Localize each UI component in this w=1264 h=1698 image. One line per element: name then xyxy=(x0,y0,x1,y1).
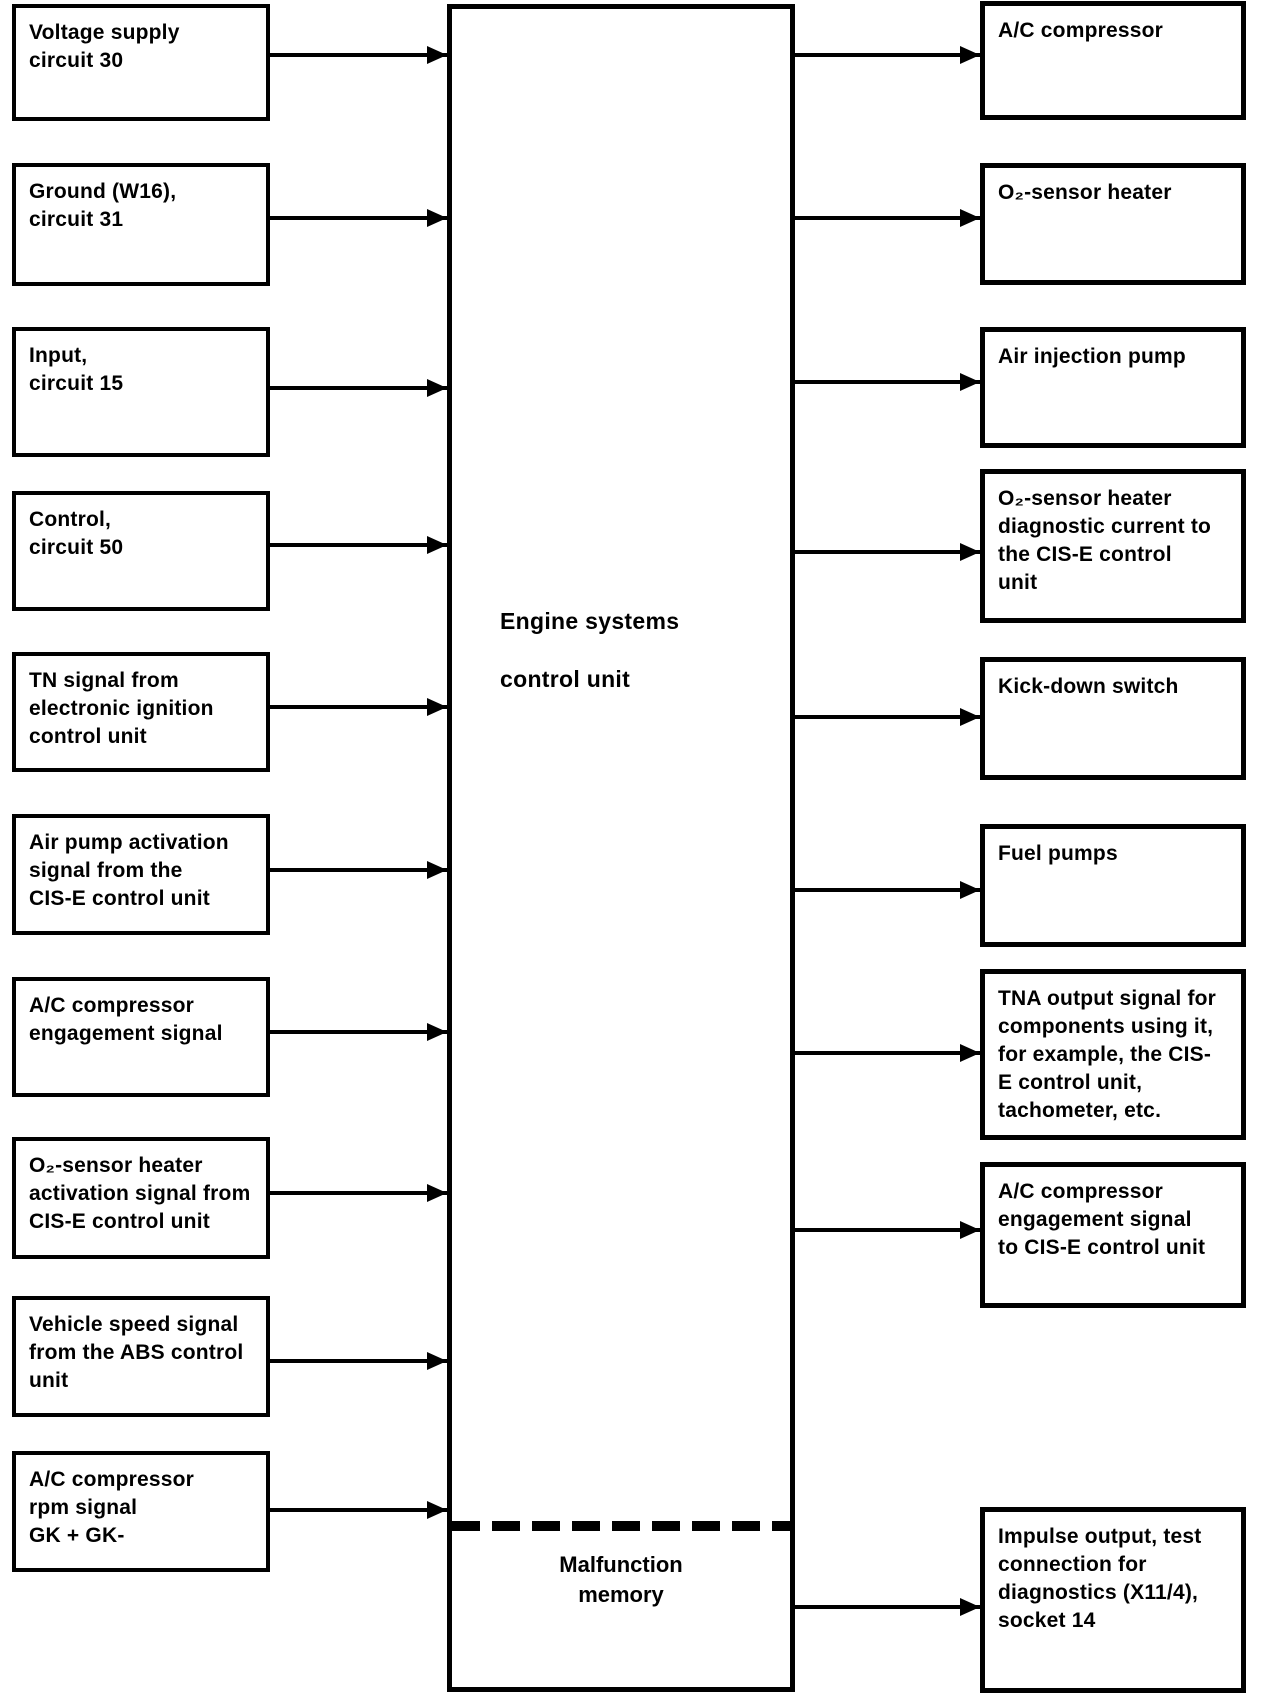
engine-systems-control-unit-box: Engine systems control unit Malfunction … xyxy=(447,4,795,1692)
input-box-ground: Ground (W16), circuit 31 xyxy=(12,163,270,286)
wire-input-circuit15 xyxy=(268,379,447,397)
input-box-tn-signal: TN signal from electronic ignition contr… xyxy=(12,652,270,772)
output-box-o2-heater: O₂-sensor heater xyxy=(980,163,1246,285)
output-label: Fuel pumps xyxy=(998,842,1118,865)
wire-output-impulse xyxy=(795,1598,980,1616)
control-unit-title-line2: control unit xyxy=(500,666,631,692)
output-box-ac-compressor: A/C compressor xyxy=(980,1,1246,120)
arrowhead-icon xyxy=(427,536,447,554)
output-label: O₂-sensor heater diagnostic current to t… xyxy=(998,487,1212,594)
arrowhead-icon xyxy=(960,1044,980,1062)
malfunction-memory-label: Malfunction memory xyxy=(559,1552,683,1607)
arrowhead-icon xyxy=(960,708,980,726)
input-box-ac-rpm: A/C compressor rpm signal GK + GK- xyxy=(12,1451,270,1572)
wire-input-air-pump xyxy=(268,861,447,879)
arrowhead-icon xyxy=(960,1221,980,1239)
output-label: A/C compressor engagement signal to CIS-… xyxy=(998,1180,1206,1259)
wire-output-o2-diagnostic xyxy=(795,543,980,561)
input-label: Air pump activation signal from the CIS-… xyxy=(29,831,229,910)
input-label: O₂-sensor heater activation signal from … xyxy=(29,1154,251,1233)
output-box-ac-engagement: A/C compressor engagement signal to CIS-… xyxy=(980,1162,1246,1308)
output-label: Impulse output, test connection for diag… xyxy=(998,1525,1202,1632)
arrowhead-icon xyxy=(427,1023,447,1041)
input-label: Voltage supply circuit 30 xyxy=(29,21,180,72)
malfunction-memory-divider xyxy=(452,1521,790,1531)
arrowhead-icon xyxy=(427,1501,447,1519)
wire-output-ac-compressor xyxy=(795,46,980,64)
input-box-air-pump: Air pump activation signal from the CIS-… xyxy=(12,814,270,935)
wire-output-air-injection xyxy=(795,373,980,391)
wire-input-tn-signal xyxy=(268,698,447,716)
arrowhead-icon xyxy=(960,46,980,64)
wire-input-o2-heater-activation xyxy=(268,1184,447,1202)
input-label: Ground (W16), circuit 31 xyxy=(29,180,177,231)
arrowhead-icon xyxy=(960,373,980,391)
wire-output-ac-engagement xyxy=(795,1221,980,1239)
output-box-o2-diagnostic: O₂-sensor heater diagnostic current to t… xyxy=(980,469,1246,623)
output-label: TNA output signal for components using i… xyxy=(998,987,1217,1122)
input-box-o2-heater-activation: O₂-sensor heater activation signal from … xyxy=(12,1137,270,1259)
arrowhead-icon xyxy=(960,209,980,227)
wire-input-vehicle-speed xyxy=(268,1352,447,1370)
wire-input-circuit50 xyxy=(268,536,447,554)
arrowhead-icon xyxy=(960,1598,980,1616)
wire-output-tna xyxy=(795,1044,980,1062)
arrowhead-icon xyxy=(427,698,447,716)
wire-input-ac-engagement xyxy=(268,1023,447,1041)
output-label: Air injection pump xyxy=(998,345,1186,368)
input-box-circuit15: Input, circuit 15 xyxy=(12,327,270,457)
arrowhead-icon xyxy=(427,1352,447,1370)
input-box-circuit50: Control, circuit 50 xyxy=(12,491,270,611)
input-label: Vehicle speed signal from the ABS contro… xyxy=(29,1313,244,1392)
input-label: Control, circuit 50 xyxy=(29,508,124,559)
output-box-fuel-pumps: Fuel pumps xyxy=(980,824,1246,947)
arrowhead-icon xyxy=(427,1184,447,1202)
input-label: A/C compressor engagement signal xyxy=(29,994,223,1045)
arrowhead-icon xyxy=(427,209,447,227)
wire-output-fuel-pumps xyxy=(795,881,980,899)
output-box-kickdown: Kick-down switch xyxy=(980,657,1246,780)
input-box-voltage-supply: Voltage supply circuit 30 xyxy=(12,4,270,121)
output-box-air-injection: Air injection pump xyxy=(980,327,1246,448)
input-box-vehicle-speed: Vehicle speed signal from the ABS contro… xyxy=(12,1296,270,1417)
input-label: TN signal from electronic ignition contr… xyxy=(29,669,214,748)
arrowhead-icon xyxy=(960,881,980,899)
output-box-impulse: Impulse output, test connection for diag… xyxy=(980,1507,1246,1693)
wire-output-o2-heater xyxy=(795,209,980,227)
input-box-ac-engagement: A/C compressor engagement signal xyxy=(12,977,270,1097)
wire-input-ground xyxy=(268,209,447,227)
output-label: O₂-sensor heater xyxy=(998,181,1172,204)
output-label: Kick-down switch xyxy=(998,675,1179,698)
input-label: A/C compressor rpm signal GK + GK- xyxy=(29,1468,195,1547)
output-label: A/C compressor xyxy=(998,19,1164,42)
output-box-tna: TNA output signal for components using i… xyxy=(980,969,1246,1140)
input-label: Input, circuit 15 xyxy=(29,344,124,395)
wire-input-voltage-supply xyxy=(268,46,447,64)
wire-output-kickdown xyxy=(795,708,980,726)
wire-input-ac-rpm xyxy=(268,1501,447,1519)
control-unit-title: Engine systems control unit xyxy=(500,608,679,693)
arrowhead-icon xyxy=(427,379,447,397)
arrowhead-icon xyxy=(427,861,447,879)
arrowhead-icon xyxy=(960,543,980,561)
control-unit-title-line1: Engine systems xyxy=(500,608,680,634)
arrowhead-icon xyxy=(427,46,447,64)
